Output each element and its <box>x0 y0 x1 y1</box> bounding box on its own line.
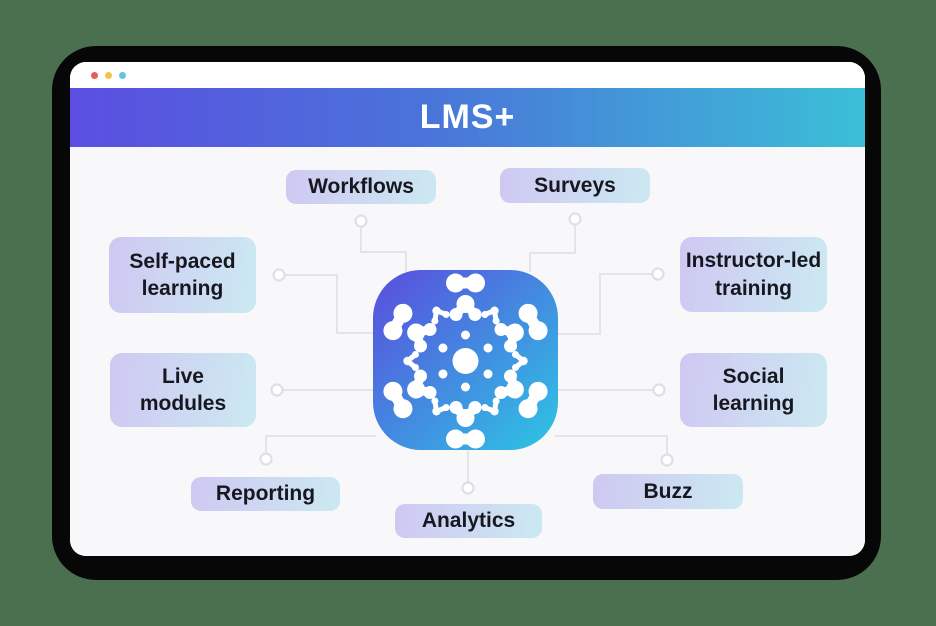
molecule-snowflake-glyph <box>380 274 551 449</box>
connector-dot-buzz <box>660 453 674 467</box>
node-surveys: Surveys <box>500 168 650 203</box>
node-workflows: Workflows <box>286 170 436 204</box>
node-reporting: Reporting <box>191 477 340 511</box>
connector-instructor <box>555 273 652 335</box>
connector-dot-reporting <box>259 452 273 466</box>
connector-reporting <box>265 435 376 453</box>
traffic-light-blue-icon <box>119 71 126 79</box>
connector-dot-workflows <box>354 214 368 228</box>
connector-self-paced <box>285 274 376 334</box>
node-social-learning: Social learning <box>680 353 827 427</box>
connector-dot-live-modules <box>270 383 284 397</box>
connector-dot-analytics <box>461 481 475 495</box>
feature-diagram: Workflows Surveys Self-paced learning In… <box>70 147 865 556</box>
connector-workflows <box>360 227 407 272</box>
traffic-light-yellow-icon <box>105 71 112 79</box>
traffic-light-red-icon <box>91 71 98 79</box>
connector-surveys <box>529 225 576 272</box>
node-analytics: Analytics <box>395 504 542 538</box>
browser-window-mockup: LMS+ <box>70 62 865 556</box>
node-live-modules: Live modules <box>110 353 256 427</box>
node-self-paced-learning: Self-paced learning <box>109 237 256 313</box>
node-instructor-led-training: Instructor-led training <box>680 237 827 312</box>
connector-lines <box>259 212 674 495</box>
node-buzz: Buzz <box>593 474 743 509</box>
connector-dot-social <box>652 383 666 397</box>
connector-buzz <box>555 435 668 454</box>
app-title: LMS+ <box>419 98 516 136</box>
browser-titlebar <box>70 62 865 88</box>
connector-dot-surveys <box>568 212 582 226</box>
connector-dot-instructor <box>651 267 665 281</box>
connector-dot-self-paced <box>272 268 286 282</box>
lms-molecule-app-icon <box>373 270 558 450</box>
app-header-banner: LMS+ <box>70 88 865 147</box>
